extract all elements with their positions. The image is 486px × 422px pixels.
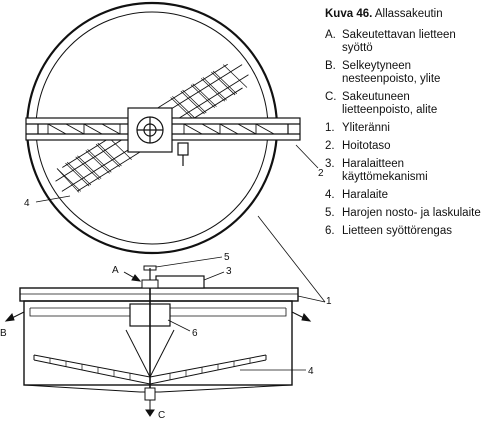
legend-item: 5. Harojen nosto- ja laskulaite xyxy=(325,207,483,220)
legend-item: 2. Hoitotaso xyxy=(325,140,483,153)
tank-wall xyxy=(23,300,293,386)
legend-key: B. xyxy=(325,60,336,72)
legend-text: Ylitеränni xyxy=(342,122,390,134)
leader-1-side xyxy=(297,295,326,303)
legend-key: C. xyxy=(325,91,337,103)
callout-5: 5 xyxy=(224,252,230,263)
figure-caption: Kuva 46. Allassakeutin xyxy=(325,8,483,21)
legend-item: B. Selkeytyneen nesteenpoisto, ylite xyxy=(325,60,483,86)
legend-text: Harojen nosto- ja laskulaite xyxy=(342,207,481,219)
legend-text: Haralaitteen käyttömekanismi xyxy=(342,158,428,183)
legend-key: 6. xyxy=(325,225,335,237)
legend-text: Selkeytyneen nesteenpoisto, ylite xyxy=(342,60,441,85)
plan-view xyxy=(25,1,326,303)
legend-text: Lietteen syöttörengas xyxy=(342,225,452,237)
cone-bottom xyxy=(23,384,293,393)
leader-6 xyxy=(167,319,191,332)
callout-A: A xyxy=(112,265,119,276)
callout-6: 6 xyxy=(192,328,198,339)
legend-text: Sakeutuneen lietteenpoisto, alite xyxy=(342,91,438,116)
legend-item: 6. Lietteen syöttörengas xyxy=(325,225,483,238)
callout-4-plan: 4 xyxy=(24,198,30,209)
legend-key: 4. xyxy=(325,189,335,201)
leader-3 xyxy=(203,271,225,281)
legend-text: Haralaite xyxy=(342,189,389,201)
legend-text: Sakeutettavan lietteen syöttö xyxy=(342,29,456,54)
rake-arm-side xyxy=(33,329,267,385)
callout-1: 1 xyxy=(326,296,332,307)
callout-2: 2 xyxy=(318,168,324,179)
callout-3: 3 xyxy=(226,266,232,277)
legend-key: 3. xyxy=(325,158,335,170)
legend-text: Hoitotaso xyxy=(342,140,391,152)
legend-key: A. xyxy=(325,29,336,41)
leader-1-plan xyxy=(257,215,326,303)
legend-item: 4. Haralaite xyxy=(325,189,483,202)
callout-4-side: 4 xyxy=(308,366,314,377)
legend-item: C. Sakeutuneen lietteenpoisto, alite xyxy=(325,91,483,117)
side-view xyxy=(4,256,326,417)
callout-C: C xyxy=(158,410,165,421)
legend-item: 1. Ylitеränni xyxy=(325,122,483,135)
caption-title: Allassakeutin xyxy=(374,8,443,20)
leader-4a xyxy=(35,195,71,203)
legend-key: 2. xyxy=(325,140,335,152)
top-walkway xyxy=(19,287,299,302)
legend-item: 3. Haralaitteen käyttömekanismi xyxy=(325,158,483,184)
callout-B: B xyxy=(0,328,7,339)
center-drive-plan xyxy=(127,107,189,166)
leader-2 xyxy=(295,144,319,169)
legend-item: A. Sakeutettavan lietteen syöttö xyxy=(325,29,483,55)
drive-mechanism xyxy=(155,275,205,289)
legend: Kuva 46. Allassakeutin A. Sakeutettavan l… xyxy=(325,8,483,243)
caption-number: Kuva 46. xyxy=(325,8,373,20)
legend-key: 5. xyxy=(325,207,335,219)
legend-key: 1. xyxy=(325,122,335,134)
leader-5 xyxy=(155,256,223,268)
lift-device xyxy=(143,265,157,271)
flow-arrows xyxy=(4,271,312,417)
